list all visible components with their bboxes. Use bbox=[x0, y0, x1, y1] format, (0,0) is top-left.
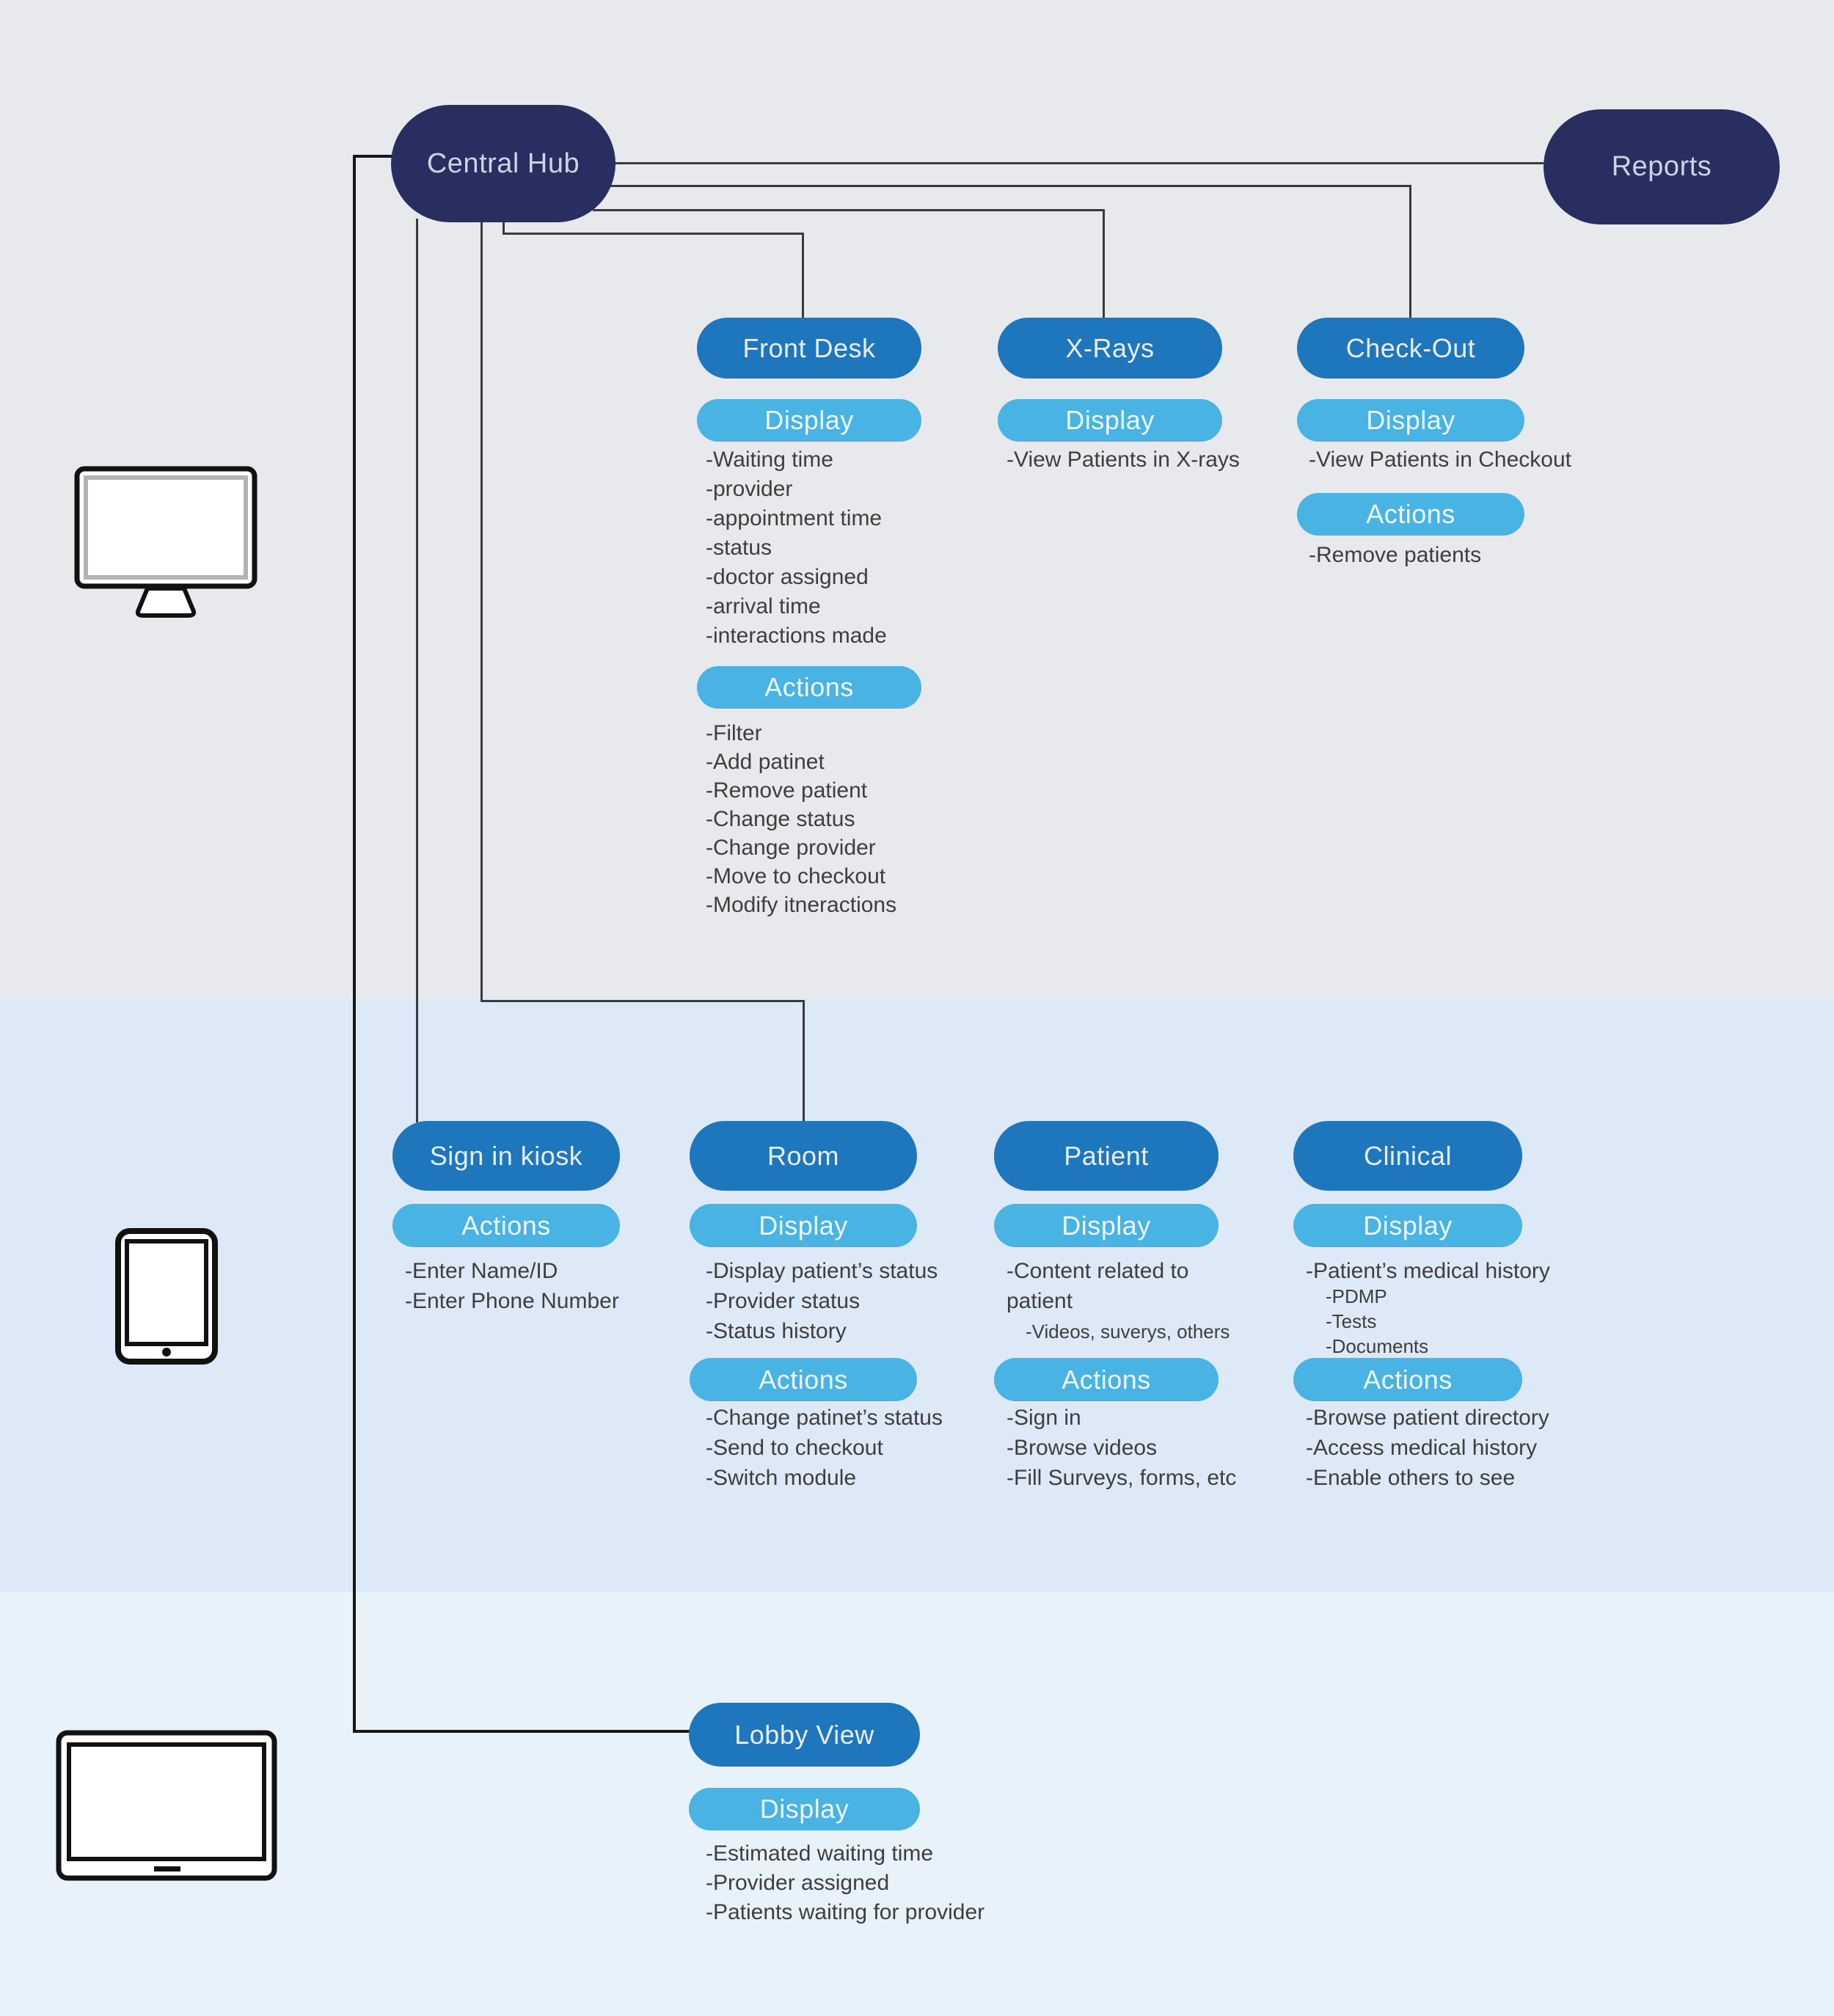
list-item: -Provider status bbox=[706, 1289, 861, 1313]
front-desk-node[interactable]: Front Desk bbox=[697, 318, 921, 379]
front-desk-actions-list: -Filter -Add patinet -Remove patient -Chang… bbox=[706, 719, 896, 919]
list-item: -Enter Phone Number bbox=[405, 1289, 619, 1313]
connector-hub-room-vertical1 bbox=[481, 219, 483, 1002]
connector-hub-checkout-horizontal bbox=[609, 185, 1411, 187]
checkout-display-list: -View Patients in Checkout bbox=[1309, 445, 1571, 475]
list-item: -Patients waiting for provider bbox=[706, 1900, 985, 1924]
list-item: -View Patients in X-rays bbox=[1006, 448, 1240, 472]
kiosk-actions-pill[interactable]: Actions bbox=[392, 1204, 620, 1247]
tablet-icon bbox=[115, 1228, 218, 1365]
list-item: -Enable others to see bbox=[1306, 1466, 1516, 1490]
sign-in-kiosk-node[interactable]: Sign in kiosk bbox=[392, 1121, 620, 1191]
connector-hub-checkout-vertical bbox=[1409, 185, 1411, 318]
room-actions-list: -Change patinet’s status -Send to checkou… bbox=[706, 1403, 943, 1493]
connector-hub-reports bbox=[609, 162, 1543, 164]
connector-hub-left bbox=[353, 155, 394, 158]
list-item: -Access medical history bbox=[1306, 1436, 1538, 1460]
desktop-section-band bbox=[0, 0, 1834, 999]
list-item: -Change status bbox=[706, 807, 855, 831]
list-item: -Waiting time bbox=[706, 448, 833, 472]
kiosk-actions-list: -Enter Name/ID -Enter Phone Number bbox=[405, 1256, 619, 1316]
list-item: -Display patient’s status bbox=[706, 1259, 938, 1283]
list-item: -Content related to patient bbox=[1006, 1259, 1189, 1313]
xrays-display-pill[interactable]: Display bbox=[998, 399, 1222, 442]
list-item: -Change provider bbox=[706, 836, 876, 860]
list-item: -Filter bbox=[706, 721, 762, 745]
room-actions-pill[interactable]: Actions bbox=[690, 1358, 917, 1401]
front-desk-display-pill[interactable]: Display bbox=[697, 399, 921, 442]
lobby-display-list: -Estimated waiting time -Provider assigne… bbox=[706, 1839, 984, 1927]
list-item: -View Patients in Checkout bbox=[1309, 448, 1571, 472]
front-desk-actions-pill[interactable]: Actions bbox=[697, 666, 921, 709]
connector-hub-room-horizontal bbox=[481, 1000, 805, 1002]
connector-hub-xrays-horizontal bbox=[593, 209, 1105, 211]
checkout-actions-list: -Remove patients bbox=[1309, 541, 1481, 570]
connector-hub-frontdesk-vertical bbox=[802, 233, 804, 318]
list-item: -Provider assigned bbox=[706, 1871, 890, 1895]
xrays-node[interactable]: X-Rays bbox=[998, 318, 1222, 379]
list-item: -appointment time bbox=[706, 506, 883, 530]
list-item: -Send to checkout bbox=[706, 1436, 883, 1460]
connector-hub-room-vertical2 bbox=[803, 1000, 805, 1122]
reports-node[interactable]: Reports bbox=[1543, 109, 1780, 224]
room-display-pill[interactable]: Display bbox=[690, 1204, 917, 1247]
list-item: -Remove patients bbox=[1309, 543, 1482, 567]
lobby-view-node[interactable]: Lobby View bbox=[689, 1703, 920, 1767]
central-hub-node[interactable]: Central Hub bbox=[391, 105, 615, 222]
checkout-actions-pill[interactable]: Actions bbox=[1297, 493, 1524, 536]
list-item: -Enter Name/ID bbox=[405, 1259, 558, 1283]
connector-hub-frontdesk-stub bbox=[503, 219, 505, 235]
list-item: -Remove patient bbox=[706, 778, 868, 803]
patient-node[interactable]: Patient bbox=[994, 1121, 1219, 1191]
list-item: -arrival time bbox=[706, 594, 821, 618]
connector-hub-frontdesk-horizontal bbox=[503, 233, 804, 235]
checkout-display-pill[interactable]: Display bbox=[1297, 399, 1524, 442]
front-desk-display-list: -Waiting time -provider -appointment time -… bbox=[706, 445, 887, 651]
connector-hub-xrays-vertical bbox=[1103, 209, 1105, 318]
list-item: -Tests bbox=[1326, 1310, 1377, 1332]
checkout-node[interactable]: Check-Out bbox=[1297, 318, 1524, 379]
tv-screen-icon bbox=[56, 1730, 277, 1881]
clinical-actions-pill[interactable]: Actions bbox=[1293, 1358, 1522, 1401]
room-node[interactable]: Room bbox=[690, 1121, 917, 1191]
list-item: -provider bbox=[706, 477, 793, 501]
list-item: -Switch module bbox=[706, 1466, 857, 1490]
list-item: -Documents bbox=[1326, 1335, 1429, 1357]
patient-actions-pill[interactable]: Actions bbox=[994, 1358, 1219, 1401]
clinical-display-sublist: -PDMP -Tests -Documents bbox=[1326, 1284, 1428, 1359]
list-item: -Status history bbox=[706, 1319, 847, 1343]
clinical-node[interactable]: Clinical bbox=[1293, 1121, 1522, 1191]
lobby-display-pill[interactable]: Display bbox=[689, 1788, 920, 1830]
list-item: -Browse patient directory bbox=[1306, 1406, 1549, 1430]
clinical-actions-list: -Browse patient directory -Access medical… bbox=[1306, 1403, 1549, 1493]
list-item: -interactions made bbox=[706, 624, 887, 648]
list-item: -Modify itneractions bbox=[706, 893, 897, 917]
room-display-list: -Display patient’s status -Provider statu… bbox=[706, 1256, 938, 1346]
list-item: -Estimated waiting time bbox=[706, 1841, 934, 1866]
list-item: -PDMP bbox=[1326, 1285, 1387, 1307]
list-item: -Videos, suverys, others bbox=[1026, 1321, 1230, 1343]
xrays-display-list: -View Patients in X-rays bbox=[1006, 445, 1240, 475]
patient-display-pill[interactable]: Display bbox=[994, 1204, 1219, 1247]
list-item: -doctor assigned bbox=[706, 565, 869, 589]
clinical-display-pill[interactable]: Display bbox=[1293, 1204, 1522, 1247]
patient-display-list: -Content related to patient bbox=[1006, 1256, 1227, 1316]
patient-actions-list: -Sign in -Browse videos -Fill Surveys, for… bbox=[1006, 1403, 1236, 1493]
tablet-section-band bbox=[0, 999, 1834, 1592]
clinical-display-list: -Patient’s medical history bbox=[1306, 1256, 1550, 1286]
connector-hub-lobby-vertical bbox=[353, 155, 356, 1733]
connector-hub-lobby-horizontal bbox=[353, 1730, 692, 1733]
desktop-monitor-icon bbox=[74, 466, 257, 618]
list-item: -Patient’s medical history bbox=[1306, 1259, 1550, 1283]
connector-hub-kiosk-vertical bbox=[416, 219, 418, 1122]
list-item: -Browse videos bbox=[1006, 1436, 1158, 1460]
list-item: -Add patinet bbox=[706, 750, 825, 774]
list-item: -status bbox=[706, 536, 772, 560]
list-item: -Sign in bbox=[1006, 1406, 1081, 1430]
list-item: -Change patinet’s status bbox=[706, 1406, 943, 1430]
list-item: -Fill Surveys, forms, etc bbox=[1006, 1466, 1237, 1490]
list-item: -Move to checkout bbox=[706, 864, 886, 888]
patient-display-sublist: -Videos, suverys, others bbox=[1026, 1319, 1230, 1344]
